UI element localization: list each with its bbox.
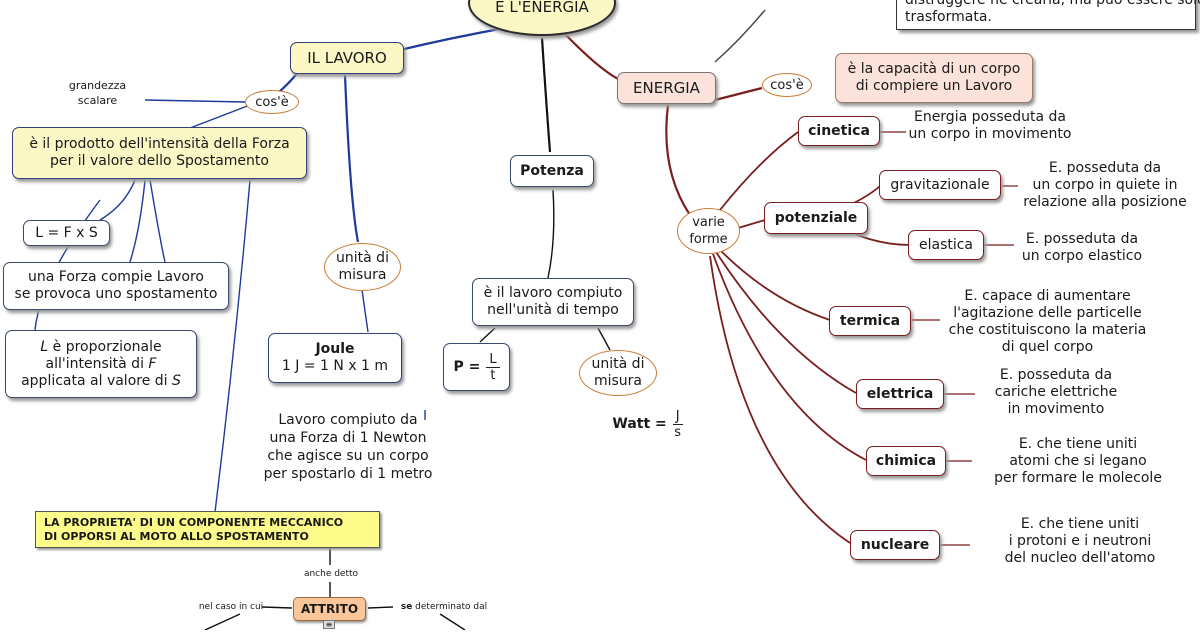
formula-lavoro-node[interactable]: L = F x S	[23, 220, 110, 246]
formula-p-label: P =	[453, 358, 481, 375]
lavoro-cose-node[interactable]: cos'è	[245, 90, 299, 114]
se-rest: determinato dal	[412, 601, 488, 612]
link-varie-cinetica	[719, 131, 799, 211]
proporzionale-line1: L è proporzionale	[40, 339, 161, 356]
central-title: E L'ENERGIA	[495, 0, 589, 16]
lavoro-title: IL LAVORO	[307, 48, 387, 67]
termica-description: E. capace di aumentare l'agitazione dell…	[948, 288, 1147, 355]
gravitazionale-node[interactable]: gravitazionale	[879, 170, 1001, 200]
joule-node[interactable]: Joule 1 J = 1 N x 1 m	[268, 333, 402, 383]
link-energia-varie	[665, 104, 691, 216]
energia-cose-node[interactable]: cos'è	[762, 73, 812, 97]
potenza-unita-misura-node[interactable]: unità di misura	[579, 350, 657, 396]
link-nel-down	[204, 613, 241, 630]
energia-definizione-node[interactable]: è la capacità di un corpo di compiere un…	[835, 53, 1033, 103]
attrito-title: ATTRITO	[300, 601, 359, 616]
attrito-node[interactable]: ATTRITO	[293, 597, 366, 621]
proporzionale-node[interactable]: L è proporzionale all'intensità di F app…	[5, 330, 197, 398]
potenza-node[interactable]: Potenza	[510, 155, 594, 187]
link-cose-grandezza	[144, 99, 246, 103]
elettrica-node[interactable]: elettrica	[856, 379, 944, 409]
link-central-energia	[564, 33, 621, 81]
chimica-node[interactable]: chimica	[866, 446, 946, 476]
energia-title: ENERGIA	[633, 78, 700, 97]
proprieta-node[interactable]: LA PROPRIETA' DI UN COMPONENTE MECCANICO…	[35, 511, 380, 548]
se-determinato-label: se determinato dal	[394, 600, 494, 614]
link-lavoro-unita	[343, 74, 360, 243]
nel-caso-label: nel caso in cui	[198, 601, 264, 612]
link-varie-elettrica	[715, 251, 857, 394]
joule-description: Lavoro compiuto da una Forza di 1 Newton…	[263, 412, 433, 482]
chimica-description: E. che tiene uniti atomi che si legano p…	[994, 435, 1162, 486]
potenza-definizione-node[interactable]: è il lavoro compiuto nell'unità di tempo	[472, 278, 634, 326]
link-def-formula	[99, 179, 136, 221]
link-central-potenza	[540, 37, 552, 153]
link-def-formula-p	[479, 327, 496, 343]
joule-definition: 1 J = 1 N x 1 m	[281, 358, 389, 374]
link-attrito-nel	[261, 606, 293, 609]
top-note-line1: distruggere né crearla, ma può essere so…	[905, 0, 1200, 8]
elastica-node[interactable]: elastica	[908, 230, 984, 260]
link-def-unita	[597, 327, 611, 351]
potenza-title: Potenza	[520, 162, 584, 179]
elettrica-description: E. posseduta da cariche elettriche in mo…	[994, 366, 1118, 417]
link-se-down	[439, 613, 466, 630]
proporzionale-text2: all'intensità di	[45, 355, 149, 372]
var-l: L	[40, 338, 49, 355]
nucleare-node[interactable]: nucleare	[850, 530, 940, 560]
lavoro-node[interactable]: IL LAVORO	[290, 42, 404, 74]
link-varie-nucleare	[709, 255, 851, 544]
formula-fraction: L t	[486, 352, 500, 383]
proporzionale-text1: è proporzionale	[48, 338, 162, 355]
watt-denominator: s	[674, 424, 682, 440]
link-cose-definizione	[189, 104, 251, 129]
link-topnote	[714, 9, 766, 63]
forza-compie-lavoro-node[interactable]: una Forza compie Lavoro se provoca uno s…	[3, 262, 229, 310]
link-attrito-se	[367, 606, 394, 609]
anche-detto-label: anche detto	[303, 568, 359, 579]
formula-numerator: L	[486, 352, 500, 368]
elastica-description: E. posseduta da un corpo elastico	[1021, 231, 1143, 264]
watt-numerator: J	[672, 409, 683, 425]
var-f: F	[148, 355, 157, 372]
joule-title: Joule	[315, 341, 355, 357]
termica-node[interactable]: termica	[829, 306, 911, 336]
link-varie-chimica	[712, 253, 867, 461]
cinetica-node[interactable]: cinetica	[798, 116, 880, 146]
link-varie-potenziale	[737, 219, 766, 229]
link-varie-termica	[719, 249, 831, 321]
gravitazionale-description: E. posseduta da un corpo in quiete in re…	[1023, 159, 1187, 210]
grandezza-scalare-label: grandezza scalare	[68, 79, 127, 107]
potenziale-node[interactable]: potenziale	[764, 202, 868, 234]
top-note-line2: trasformata.	[905, 9, 992, 25]
link-unita-joule	[361, 289, 369, 333]
watt-fraction: J s	[672, 409, 683, 440]
link-def-compie2	[149, 179, 166, 263]
varie-forme-node[interactable]: varie forme	[677, 208, 740, 254]
link-def-proprieta	[214, 179, 251, 513]
link-central-lavoro	[399, 26, 506, 52]
proporzionale-line2: all'intensità di F	[46, 356, 157, 373]
lavoro-definizione-node[interactable]: è il prodotto dell'intensità della Forza…	[12, 127, 307, 179]
link-pot-elastica	[849, 231, 911, 246]
potenza-formula-node[interactable]: P = L t	[443, 343, 510, 391]
cinetica-description: Energia posseduta da un corpo in movimen…	[908, 109, 1072, 142]
link-def-compie	[129, 179, 146, 263]
var-s: S	[172, 372, 181, 389]
formula-denominator: t	[490, 367, 496, 383]
se-bold: se	[400, 601, 413, 612]
proporzionale-text3: applicata al valore di	[21, 372, 172, 389]
top-note[interactable]: distruggere né crearla, ma può essere so…	[896, 0, 1200, 30]
nucleare-description: E. che tiene uniti i protoni e i neutron…	[1004, 515, 1156, 566]
lavoro-unita-misura-node[interactable]: unità di misura	[324, 243, 401, 291]
watt-label: Watt =	[612, 415, 667, 432]
watt-formula: Watt = J s	[600, 406, 695, 442]
link-energia-cose	[714, 86, 763, 102]
proporzionale-line3: applicata al valore di S	[21, 373, 181, 390]
energia-node[interactable]: ENERGIA	[617, 72, 716, 104]
attrito-note-icon[interactable]: ≡	[323, 620, 335, 629]
link-potenza-def	[547, 189, 555, 279]
